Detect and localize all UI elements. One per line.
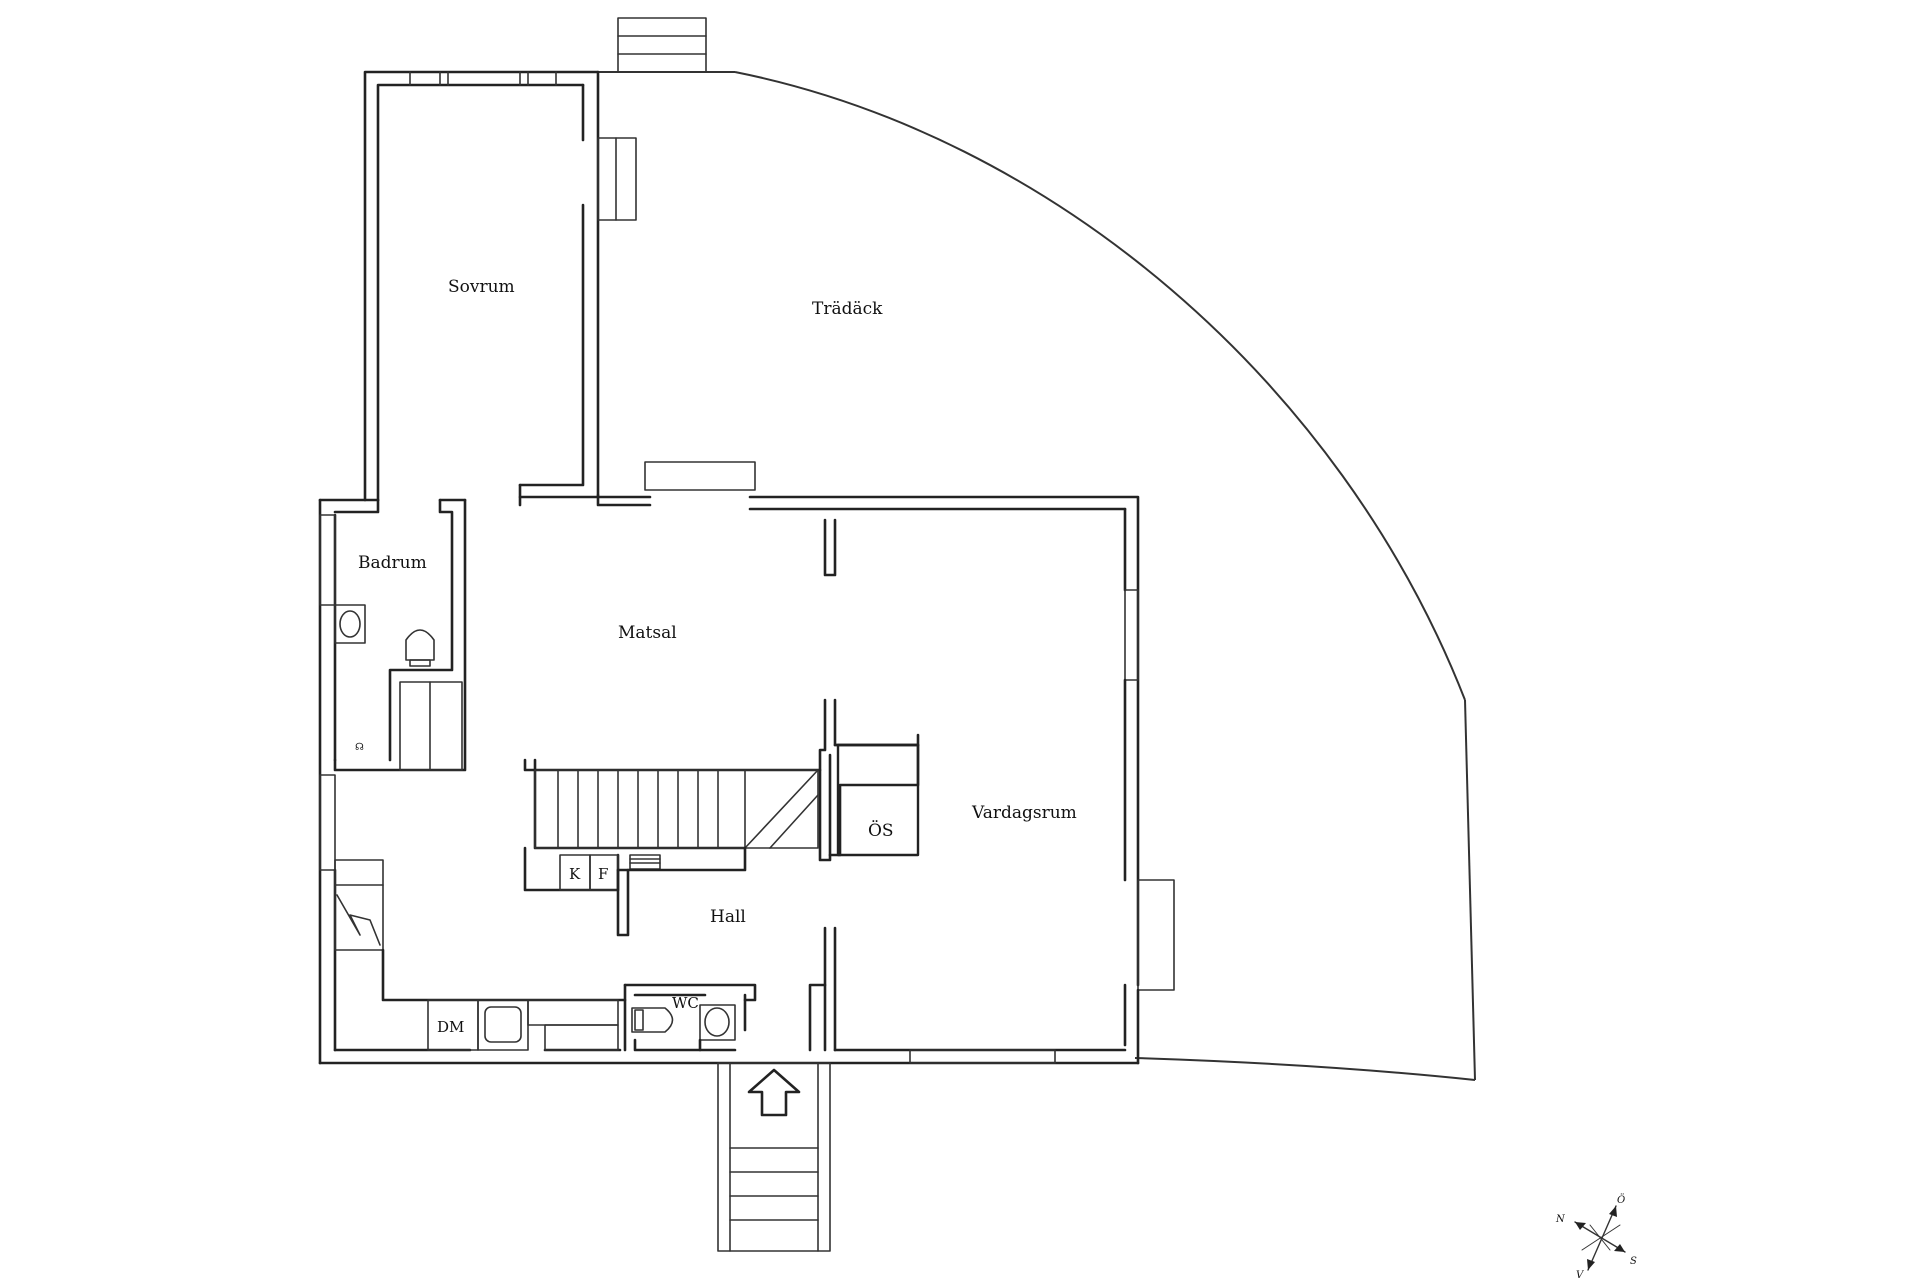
compass-icon: N Ö S V [1555,1194,1637,1280]
compass-n: N [1555,1214,1566,1225]
stairs [523,758,822,937]
label-os: ÖS [868,820,894,841]
house-walls [318,461,1175,1065]
label-vardagsrum: Vardagsrum [971,803,1077,823]
interior-walls [518,495,920,1052]
compass-s: S [1630,1256,1637,1267]
deck-steps-top [617,17,707,73]
label-hall: Hall [710,907,746,927]
svg-text:☊: ☊ [355,742,364,753]
bathroom: ☊ [333,498,467,772]
compass-v: V [1576,1270,1585,1280]
bedroom-walls [363,70,652,502]
compass-o: Ö [1617,1194,1625,1206]
hall [334,859,831,1252]
label-matsal: Matsal [618,623,677,643]
label-badrum: Badrum [358,553,427,573]
label-f: F [598,865,608,883]
deck-outline [598,71,1476,1081]
label-tradack: Trädäck [812,299,883,319]
label-wc: WC [672,994,699,1012]
label-k: K [569,865,581,883]
entry-arrow-icon [747,1068,801,1117]
label-sovrum: Sovrum [448,277,515,297]
label-dm: DM [437,1018,464,1036]
room-labels: Sovrum Trädäck Badrum Matsal Vardagsrum … [358,277,1077,1036]
